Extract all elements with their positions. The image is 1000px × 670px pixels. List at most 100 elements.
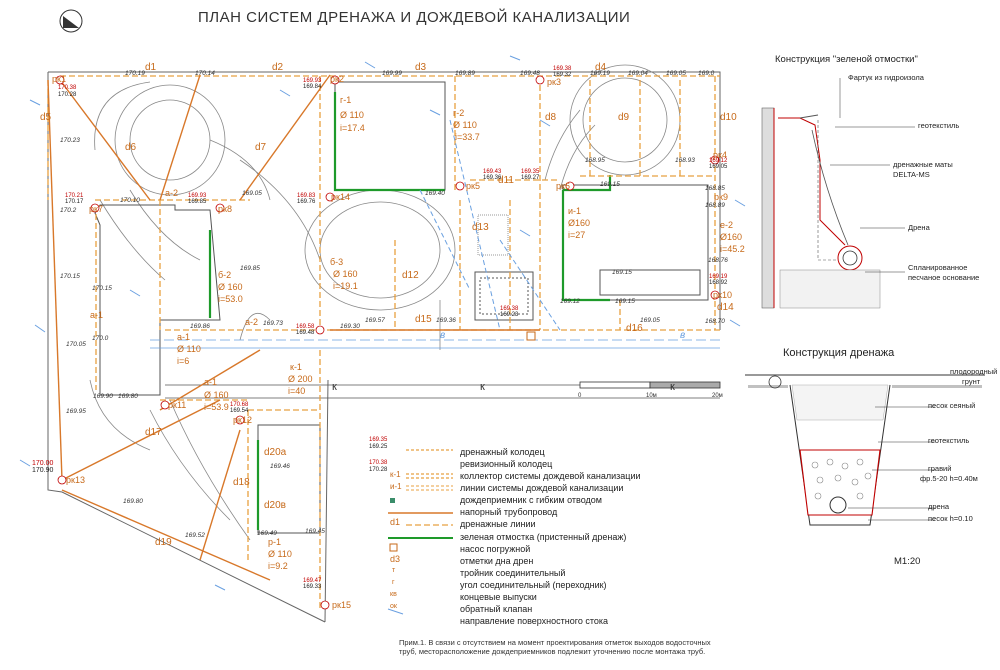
svg-text:i=33.7: i=33.7 (455, 132, 480, 142)
svg-text:169.49: 169.49 (257, 530, 277, 537)
svg-text:рк14: рк14 (331, 192, 350, 202)
drain-section-label: дрена (928, 502, 950, 511)
legend-symbol-label: ок (390, 603, 397, 610)
svg-text:i=17.4: i=17.4 (340, 123, 365, 133)
svg-text:d6: d6 (125, 142, 137, 153)
svg-text:i=40: i=40 (288, 386, 305, 396)
svg-text:Ø 160: Ø 160 (218, 282, 243, 292)
svg-text:169.43: 169.43 (483, 169, 502, 175)
svg-text:20м: 20м (712, 393, 723, 399)
svg-text:169.15: 169.15 (600, 181, 620, 188)
svg-text:169.05: 169.05 (709, 164, 728, 170)
scale-bar (579, 381, 721, 389)
svg-text:169.12: 169.12 (709, 158, 728, 164)
green-section-label: дренажные маты (893, 160, 953, 169)
drain-section-label: песок сеяный (928, 401, 976, 410)
svg-text:i=45.2: i=45.2 (720, 244, 745, 254)
svg-text:d16: d16 (626, 323, 643, 334)
legend-text: дренажные линии (460, 519, 536, 529)
svg-text:i=27: i=27 (568, 230, 585, 240)
svg-text:i=9.2: i=9.2 (268, 561, 288, 571)
svg-text:169.80: 169.80 (123, 498, 143, 505)
svg-text:к: к (332, 381, 337, 393)
svg-text:169.89: 169.89 (455, 70, 475, 77)
svg-text:169.83: 169.83 (297, 193, 316, 199)
legend-item: насос погружной (368, 544, 708, 556)
green-section-label: DELTA-MS (893, 170, 930, 179)
svg-text:10м: 10м (646, 393, 657, 399)
legend-symbols (387, 449, 453, 615)
svg-text:169.46: 169.46 (270, 463, 290, 470)
svg-text:169.19: 169.19 (709, 274, 728, 280)
svg-text:170.15: 170.15 (92, 285, 112, 292)
svg-text:рк13: рк13 (66, 475, 85, 485)
svg-text:169.85: 169.85 (188, 199, 207, 205)
svg-text:и-1: и-1 (568, 206, 581, 216)
svg-text:d10: d10 (720, 112, 737, 123)
svg-text:170.10: 170.10 (120, 197, 140, 204)
surface-flow-arrows (19, 55, 746, 591)
svg-text:168.92: 168.92 (709, 280, 728, 286)
legend-text: дренажный колодец (460, 447, 545, 457)
legend-symbol-label: d3 (390, 554, 401, 564)
svg-text:170.14: 170.14 (195, 70, 215, 77)
svg-text:170.15: 170.15 (60, 273, 80, 280)
legend-symbol-label: и-1 (390, 482, 402, 491)
svg-text:169.54: 169.54 (230, 408, 249, 414)
svg-text:рк1: рк1 (52, 74, 66, 84)
svg-text:169.05: 169.05 (640, 317, 660, 324)
svg-text:168.85: 168.85 (705, 185, 725, 192)
drain-section-label: песок h=0.10 (928, 514, 973, 523)
svg-text:169.15: 169.15 (612, 269, 632, 276)
svg-text:169.04: 169.04 (628, 70, 648, 77)
legend-symbol-label: к-1 (390, 470, 401, 479)
green-section-label: Дрена (908, 223, 930, 232)
legend-item: и-1 линии системы дождевой канализации (368, 482, 708, 495)
svg-text:Ø 110: Ø 110 (177, 344, 201, 354)
legend-symbol-label: кв (390, 591, 397, 598)
svg-text:Ø 110: Ø 110 (268, 549, 292, 559)
svg-text:а-1: а-1 (90, 310, 103, 320)
svg-text:169.80: 169.80 (118, 393, 138, 400)
svg-text:к-1: к-1 (290, 362, 302, 372)
svg-text:169.19: 169.19 (590, 70, 610, 77)
legend-symbol-label: 169.25 (369, 444, 388, 450)
svg-text:d4: d4 (595, 62, 607, 73)
svg-text:рк8: рк8 (218, 204, 232, 214)
rain-lines (419, 119, 561, 331)
svg-text:169.33: 169.33 (303, 584, 322, 590)
svg-text:в: в (440, 330, 445, 341)
svg-text:е-2: е-2 (720, 220, 733, 230)
svg-text:170.2: 170.2 (60, 207, 77, 214)
green-section-drawing (761, 78, 915, 309)
svg-text:168.95: 168.95 (585, 157, 605, 164)
svg-text:р-1: р-1 (268, 537, 281, 547)
svg-text:i=53.9: i=53.9 (204, 402, 229, 412)
axis-lines (150, 339, 720, 399)
legend-symbol-label: г (392, 579, 395, 586)
svg-text:d5: d5 (40, 112, 52, 123)
drain-section-label: геотекстиль (928, 436, 970, 445)
svg-text:0: 0 (578, 393, 582, 399)
legend-text: направление поверхностного стока (460, 616, 608, 626)
svg-text:170.68: 170.68 (230, 402, 249, 408)
svg-text:рк2: рк2 (330, 74, 344, 84)
green-section-title: Конструкция "зеленой отмостки" (775, 54, 918, 65)
svg-text:а-1: а-1 (204, 377, 217, 387)
legend-text: зеленая отмостка (пристенный дренаж) (460, 532, 627, 542)
legend-symbol-label: т (392, 567, 396, 574)
svg-text:169.12: 169.12 (560, 298, 580, 305)
svg-text:169.05: 169.05 (666, 70, 686, 77)
svg-text:169.40: 169.40 (425, 190, 445, 197)
svg-text:d14: d14 (717, 302, 734, 313)
svg-text:170.23: 170.23 (60, 137, 80, 144)
svg-text:168.89: 168.89 (705, 202, 725, 209)
svg-text:170.0: 170.0 (92, 335, 109, 342)
drain-section-title: Конструкция дренажа (783, 347, 895, 359)
svg-text:рк11: рк11 (168, 400, 186, 410)
svg-text:i=53.0: i=53.0 (218, 294, 243, 304)
drain-section-label: плодородный (950, 367, 998, 376)
svg-text:d12: d12 (402, 270, 419, 281)
svg-text:169.90: 169.90 (93, 393, 113, 400)
